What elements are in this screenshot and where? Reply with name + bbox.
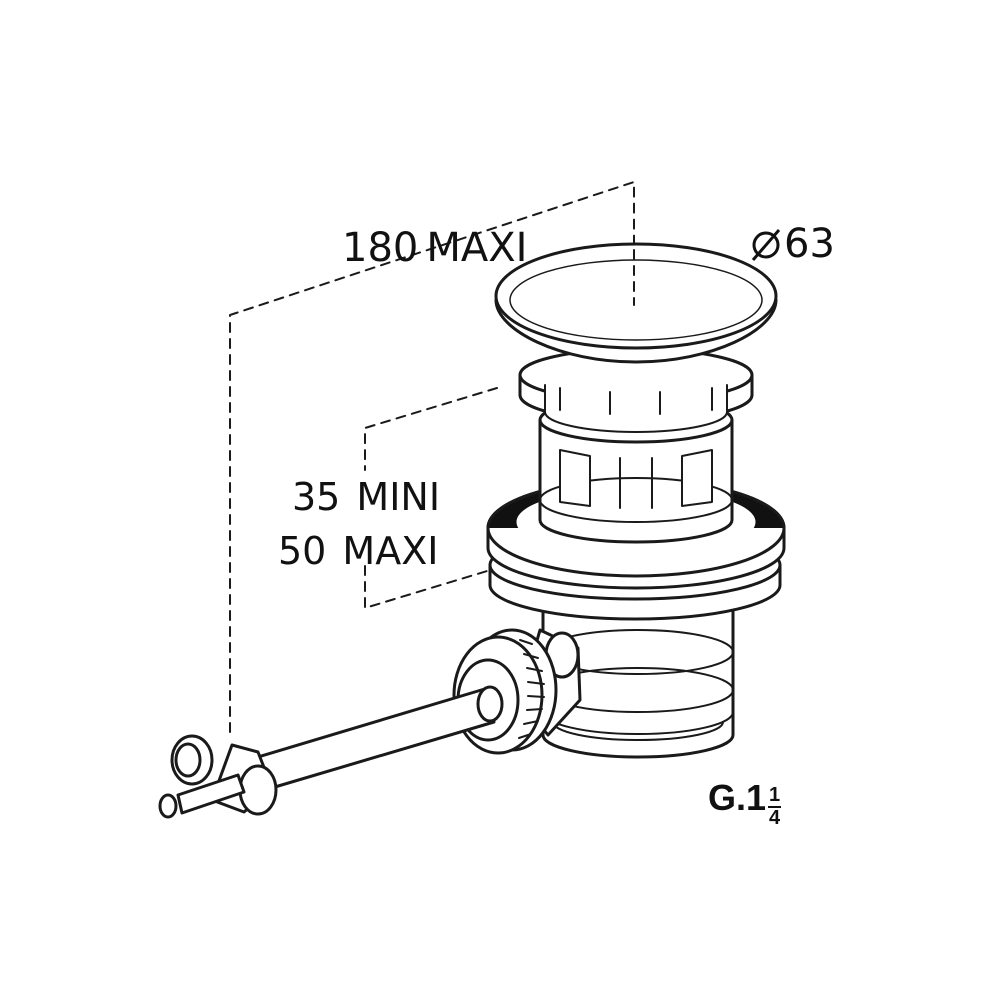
rod-clamp [158, 734, 278, 819]
cap-assembly [518, 347, 754, 433]
overall-height-suffix: MAXI [426, 225, 528, 271]
diameter-label: 63 [748, 224, 835, 264]
thread-prefix: G.1 [708, 777, 767, 818]
top-cap [494, 242, 778, 364]
dimension-35-50 [364, 387, 498, 609]
knurled-nut [452, 628, 558, 755]
diameter-icon [751, 229, 781, 261]
thread-denominator: 4 [769, 807, 781, 829]
range-min-label: 35 MINI [292, 475, 441, 519]
actuator-rod [246, 685, 504, 794]
diameter-value: 63 [784, 221, 835, 267]
thread-numerator: 1 [768, 784, 782, 808]
overall-height-value: 180 [342, 225, 419, 271]
range-max-label: 50 MAXI [278, 529, 439, 573]
